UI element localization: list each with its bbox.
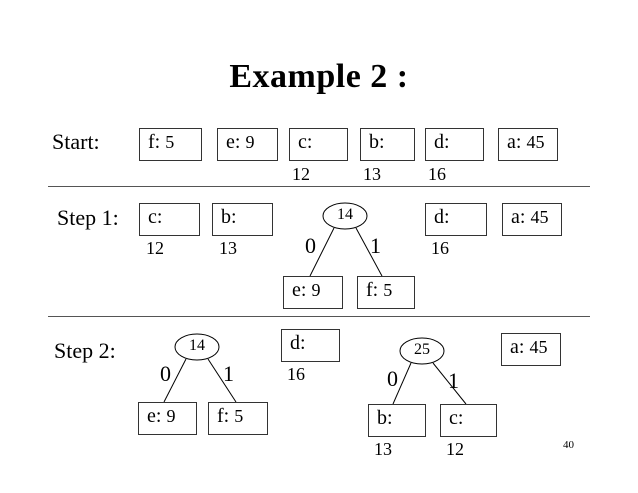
- step1-node-a: a: 45: [502, 203, 562, 236]
- step2-tree1-left-leaf: e: 9: [138, 402, 197, 435]
- step2-tree2-right-leaf: c:: [440, 404, 497, 437]
- start-node-a: a: 45: [498, 128, 558, 161]
- step2-tree2-right-freq: 12: [446, 439, 464, 459]
- step2-tree2-root-circle: [399, 337, 445, 365]
- step2-tree1-right-edge-line: [207, 358, 237, 403]
- start-label: Start:: [52, 129, 100, 154]
- start-node-b: b:: [360, 128, 415, 161]
- step1-tree-left-edge: 0: [305, 233, 316, 258]
- step1-tree-right-edge-line: [355, 227, 383, 277]
- start-node-c-freq: 12: [292, 164, 310, 184]
- step1-node-b-freq: 13: [219, 238, 237, 258]
- step1-node-d-freq: 16: [431, 238, 449, 258]
- divider-1: [48, 186, 590, 187]
- step1-node-c: c:: [139, 203, 200, 236]
- step2-tree1-left-edge-line: [163, 358, 187, 403]
- step2-tree2-right-edge: 1: [448, 368, 459, 393]
- step2-tree2-left-leaf: b:: [368, 404, 426, 437]
- step1-tree-root: 14: [337, 206, 353, 223]
- start-node-b-freq: 13: [363, 164, 381, 184]
- step2-tree2-root: 25: [414, 341, 430, 358]
- step1-tree-root-circle: [322, 202, 368, 230]
- step2-node-d: d:: [281, 329, 340, 362]
- step2-node-a: a: 45: [501, 333, 561, 366]
- step1-node-d: d:: [425, 203, 487, 236]
- step2-tree1-left-edge: 0: [160, 361, 171, 386]
- step1-tree-right-leaf: f: 5: [357, 276, 415, 309]
- step2-label: Step 2:: [54, 338, 116, 363]
- step2-tree2-left-edge: 0: [387, 366, 398, 391]
- start-node-d-freq: 16: [428, 164, 446, 184]
- step2-tree1-root: 14: [189, 337, 205, 354]
- start-node-d: d:: [425, 128, 484, 161]
- step2-tree1-right-leaf: f: 5: [208, 402, 268, 435]
- step1-label: Step 1:: [57, 205, 119, 230]
- step2-tree1-right-edge: 1: [223, 361, 234, 386]
- step1-tree-left-leaf: e: 9: [283, 276, 343, 309]
- page-number: 40: [563, 439, 574, 451]
- step1-node-c-freq: 12: [146, 238, 164, 258]
- step2-tree2-left-edge-line: [392, 362, 412, 405]
- slide-title: Example 2 :: [229, 58, 409, 95]
- step1-node-b: b:: [212, 203, 273, 236]
- step2-tree2-left-freq: 13: [374, 439, 392, 459]
- step1-tree-right-edge: 1: [370, 233, 381, 258]
- divider-2: [48, 316, 590, 317]
- step2-tree2-right-edge-line: [432, 362, 467, 405]
- start-node-c: c:: [289, 128, 348, 161]
- start-node-f: f: 5: [139, 128, 202, 161]
- step2-tree1-root-circle: [174, 333, 220, 361]
- step1-tree-left-edge-line: [309, 227, 335, 277]
- step2-node-d-freq: 16: [287, 364, 305, 384]
- start-node-e: e: 9: [217, 128, 278, 161]
